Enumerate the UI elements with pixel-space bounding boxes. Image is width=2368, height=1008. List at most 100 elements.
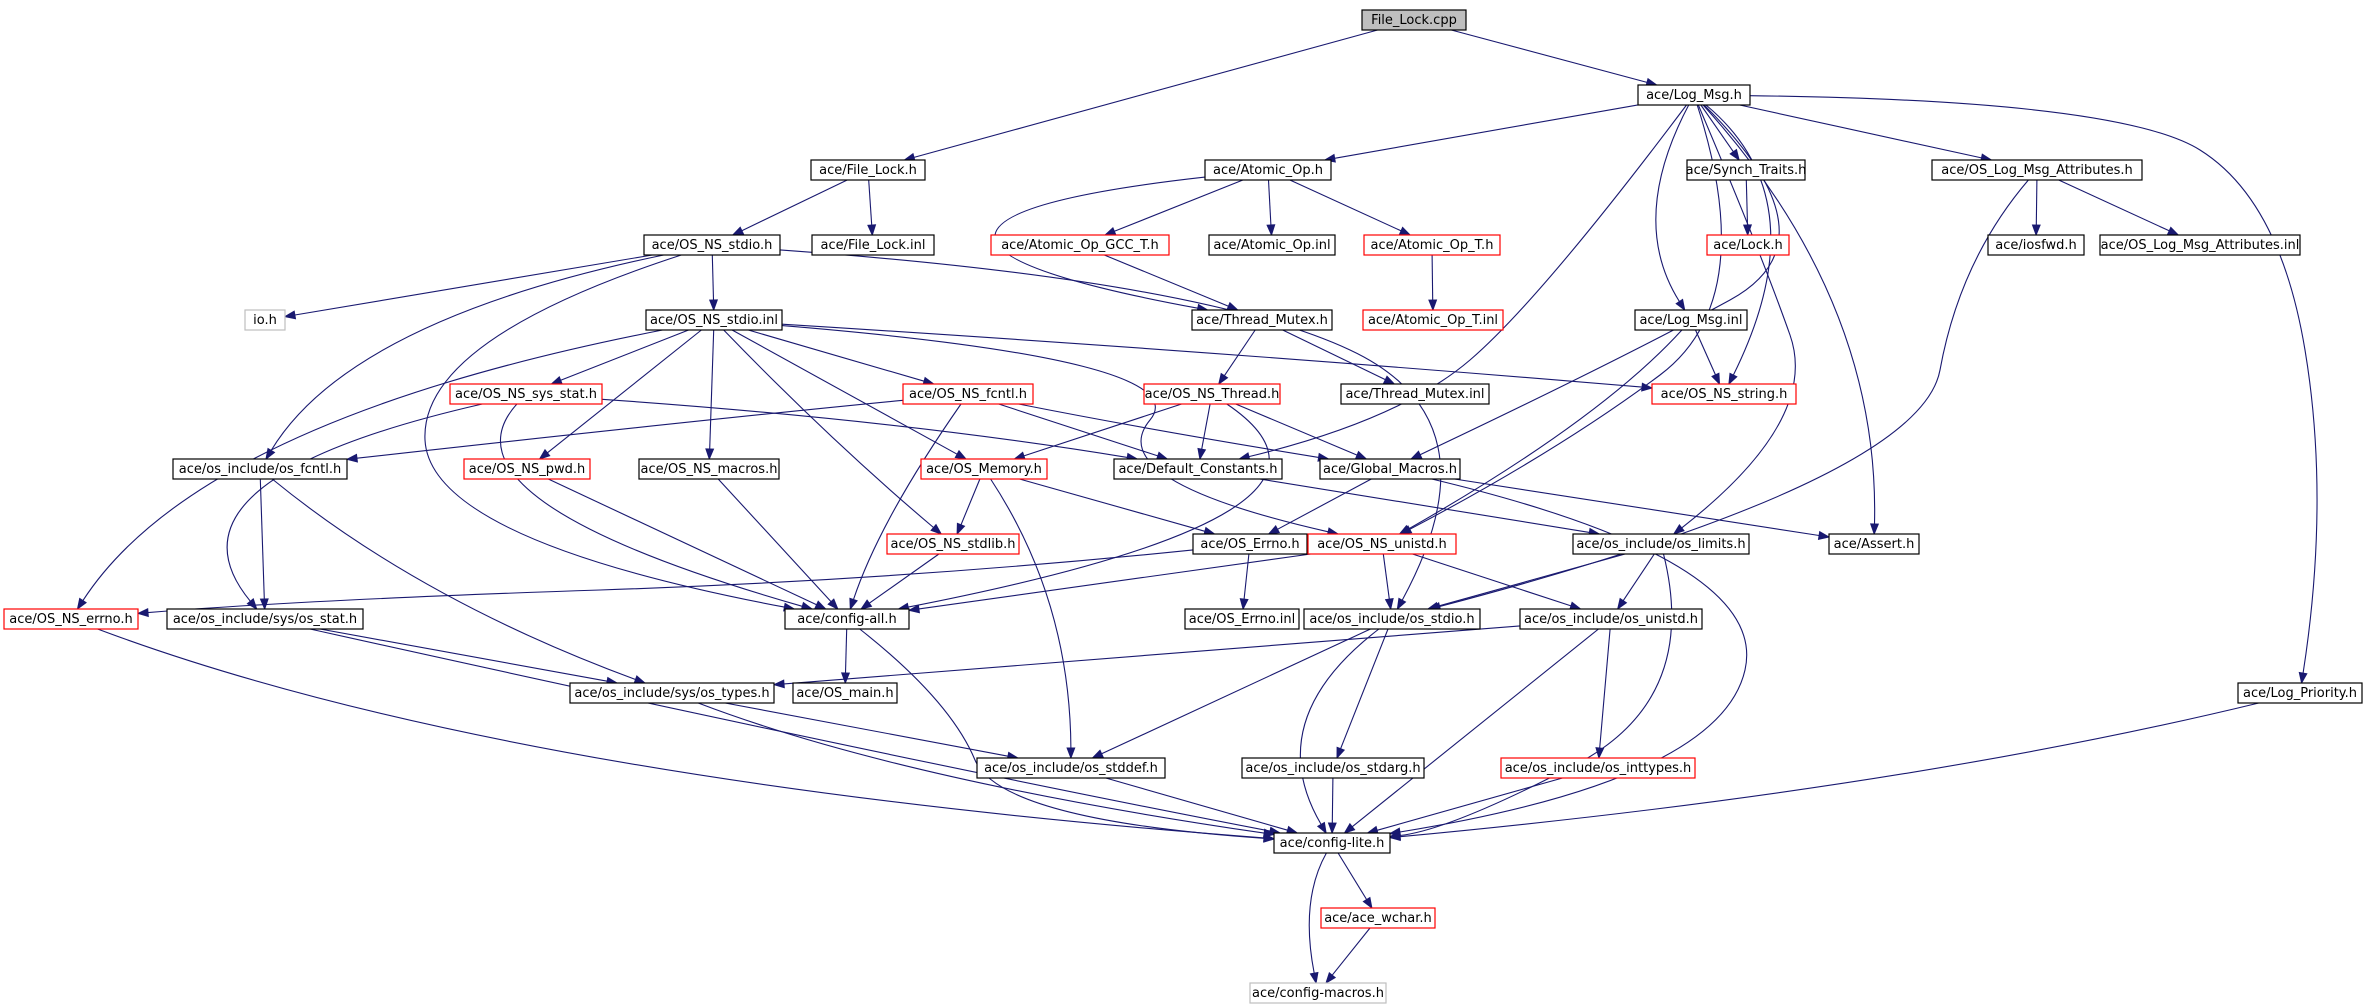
edge-atomic_op_gcc_t_h-to-thread_mutex_h <box>1104 254 1240 311</box>
node-atomic-op-inl[interactable]: ace/Atomic_Op.inl <box>1208 234 1336 256</box>
node-lock-h[interactable]: ace/Lock.h <box>1706 234 1790 256</box>
node-os-include-sys-os-stat-h[interactable]: ace/os_include/sys/os_stat.h <box>166 608 364 630</box>
node-os-memory-h[interactable]: ace/OS_Memory.h <box>920 458 1048 480</box>
edge-line <box>1259 478 1590 533</box>
edge-line <box>868 179 873 226</box>
node-box <box>1249 982 1387 1004</box>
node-os-ns-string-h[interactable]: ace/OS_NS_string.h <box>1651 383 1797 405</box>
node-atomic-op-h[interactable]: ace/Atomic_Op.h <box>1204 159 1332 181</box>
node-iosfwd-h[interactable]: ace/iosfwd.h <box>1987 234 2085 256</box>
edge-line <box>781 325 1329 533</box>
node-os-include-os-stddef-h[interactable]: ace/os_include/os_stddef.h <box>976 757 1166 779</box>
arrowhead-icon <box>1091 749 1104 759</box>
edge-os_include_sys_os_types_h-to-os_include_os_stddef_h <box>725 702 1020 761</box>
node-os-ns-unistd-h[interactable]: ace/OS_NS_unistd.h <box>1307 533 1457 555</box>
node-assert-h[interactable]: ace/Assert.h <box>1828 533 1920 555</box>
node-box <box>976 757 1166 779</box>
node-box <box>463 458 591 480</box>
node-os-include-os-fcntl-h[interactable]: ace/os_include/os_fcntl.h <box>172 458 348 480</box>
node-io-h[interactable]: io.h <box>244 309 286 331</box>
node-box <box>1184 608 1300 630</box>
node-os-ns-stdio-inl[interactable]: ace/OS_NS_stdio.inl <box>645 309 783 331</box>
node-file-lock-h[interactable]: ace/File_Lock.h <box>810 159 926 181</box>
node-os-ns-stdio-h[interactable]: ace/OS_NS_stdio.h <box>643 234 781 256</box>
arrowhead-icon <box>1362 896 1373 910</box>
edge-os_ns_stdio_inl-to-os_ns_stdlib_h <box>723 329 943 535</box>
node-default-constants-h[interactable]: ace/Default_Constants.h <box>1113 458 1283 480</box>
edge-line <box>1019 478 1206 532</box>
node-os-ns-errno-h[interactable]: ace/OS_NS_errno.h <box>3 608 139 630</box>
node-atomic-op-t-inl[interactable]: ace/Atomic_Op_T.inl <box>1362 309 1504 331</box>
node-file-lock-cpp[interactable]: File_Lock.cpp <box>1361 9 1467 31</box>
node-label: ace/Thread_Mutex.h <box>1196 313 1328 328</box>
node-os-include-os-inttypes-h[interactable]: ace/os_include/os_inttypes.h <box>1500 757 1696 779</box>
node-label: ace/config-all.h <box>797 612 897 627</box>
arrowhead-icon <box>1266 224 1276 237</box>
node-config-macros-h[interactable]: ace/config-macros.h <box>1249 982 1387 1004</box>
node-os-include-os-limits-h[interactable]: ace/os_include/os_limits.h <box>1572 533 1750 555</box>
node-file-lock-inl[interactable]: ace/File_Lock.inl <box>811 234 935 256</box>
node-os-ns-pwd-h[interactable]: ace/OS_NS_pwd.h <box>463 458 591 480</box>
node-os-main-h[interactable]: ace/OS_main.h <box>792 682 898 704</box>
edge-thread_mutex_h-to-os_ns_thread_h <box>1218 329 1256 386</box>
edge-line <box>717 478 832 602</box>
edge-line <box>547 329 702 454</box>
node-os-include-os-stdio-h[interactable]: ace/os_include/os_stdio.h <box>1303 608 1481 630</box>
dependency-edges <box>76 29 2318 985</box>
node-box <box>166 608 364 630</box>
node-log-priority-h[interactable]: ace/Log_Priority.h <box>2237 682 2363 704</box>
node-thread-mutex-h[interactable]: ace/Thread_Mutex.h <box>1191 309 1333 331</box>
edge-line <box>1248 104 1687 458</box>
edge-line <box>711 254 715 301</box>
edge-log_msg_h-to-log_priority_h <box>1749 95 2318 685</box>
node-ace-wchar-h[interactable]: ace/ace_wchar.h <box>1320 907 1436 929</box>
node-os-include-os-stdarg-h[interactable]: ace/os_include/os_stdarg.h <box>1241 757 1425 779</box>
node-os-include-sys-os-types-h[interactable]: ace/os_include/sys/os_types.h <box>569 682 775 704</box>
node-thread-mutex-inl[interactable]: ace/Thread_Mutex.inl <box>1340 383 1490 405</box>
node-os-ns-thread-h[interactable]: ace/OS_NS_Thread.h <box>1143 383 1281 405</box>
node-os-ns-fcntl-h[interactable]: ace/OS_NS_fcntl.h <box>902 383 1034 405</box>
node-box <box>1634 309 1748 331</box>
arrowhead-icon <box>1396 597 1407 611</box>
node-atomic-op-gcc-t-h[interactable]: ace/Atomic_Op_GCC_T.h <box>990 234 1170 256</box>
node-box <box>1828 533 1920 555</box>
node-os-errno-h[interactable]: ace/OS_Errno.h <box>1192 533 1308 555</box>
arrowhead-icon <box>1384 598 1394 611</box>
node-config-lite-h[interactable]: ace/config-lite.h <box>1273 832 1391 854</box>
node-os-ns-stdlib-h[interactable]: ace/OS_NS_stdlib.h <box>886 533 1020 555</box>
node-label: ace/config-lite.h <box>1280 836 1385 851</box>
arrowhead-icon <box>1729 148 1740 162</box>
arrowhead-icon <box>849 597 858 611</box>
node-global-macros-h[interactable]: ace/Global_Macros.h <box>1319 458 1461 480</box>
node-os-ns-macros-h[interactable]: ace/OS_NS_macros.h <box>638 458 780 480</box>
node-os-log-msg-attr-inl[interactable]: ace/OS_Log_Msg_Attributes.inl <box>2099 234 2301 256</box>
edge-os_ns_macros_h-to-config_all_h <box>717 478 839 611</box>
node-atomic-op-t-h[interactable]: ace/Atomic_Op_T.h <box>1363 234 1501 256</box>
edge-os_include_os_stddef_h-to-config_lite_h <box>1105 777 1299 835</box>
edge-os_ns_unistd_h-to-os_include_os_stdio_h <box>1382 553 1394 611</box>
node-os-errno-inl[interactable]: ace/OS_Errno.inl <box>1184 608 1300 630</box>
node-label: ace/Synch_Traits.h <box>1686 163 1807 178</box>
node-box <box>1340 383 1490 405</box>
node-os-ns-sys-stat-h[interactable]: ace/OS_NS_sys_stat.h <box>449 383 603 405</box>
node-log-msg-h[interactable]: ace/Log_Msg.h <box>1637 84 1751 106</box>
node-config-all-h[interactable]: ace/config-all.h <box>784 608 910 630</box>
edge-line <box>1681 104 1796 529</box>
node-os-include-os-unistd-h[interactable]: ace/os_include/os_unistd.h <box>1519 608 1703 630</box>
node-label: ace/os_include/os_stdio.h <box>1309 612 1474 627</box>
node-label: ace/OS_Log_Msg_Attributes.inl <box>2101 238 2300 253</box>
arrowhead-icon <box>954 449 968 460</box>
edge-line <box>1023 403 1182 457</box>
edge-line <box>1399 478 1748 833</box>
edge-line <box>918 553 1311 610</box>
edge-os_ns_thread_h-to-os_memory_h <box>1013 403 1182 461</box>
node-synch-traits-h[interactable]: ace/Synch_Traits.h <box>1686 159 1807 181</box>
node-log-msg-inl[interactable]: ace/Log_Msg.inl <box>1634 309 1748 331</box>
node-os-log-msg-attr-h[interactable]: ace/OS_Log_Msg_Attributes.h <box>1931 159 2143 181</box>
node-box <box>810 159 926 181</box>
edge-os_ns_stdio_h-to-os_ns_stdio_inl <box>708 254 719 312</box>
arrowhead-icon <box>1226 301 1240 311</box>
edge-line <box>1223 329 1256 377</box>
arrowhead-icon <box>2298 671 2308 685</box>
node-box <box>2237 682 2363 704</box>
